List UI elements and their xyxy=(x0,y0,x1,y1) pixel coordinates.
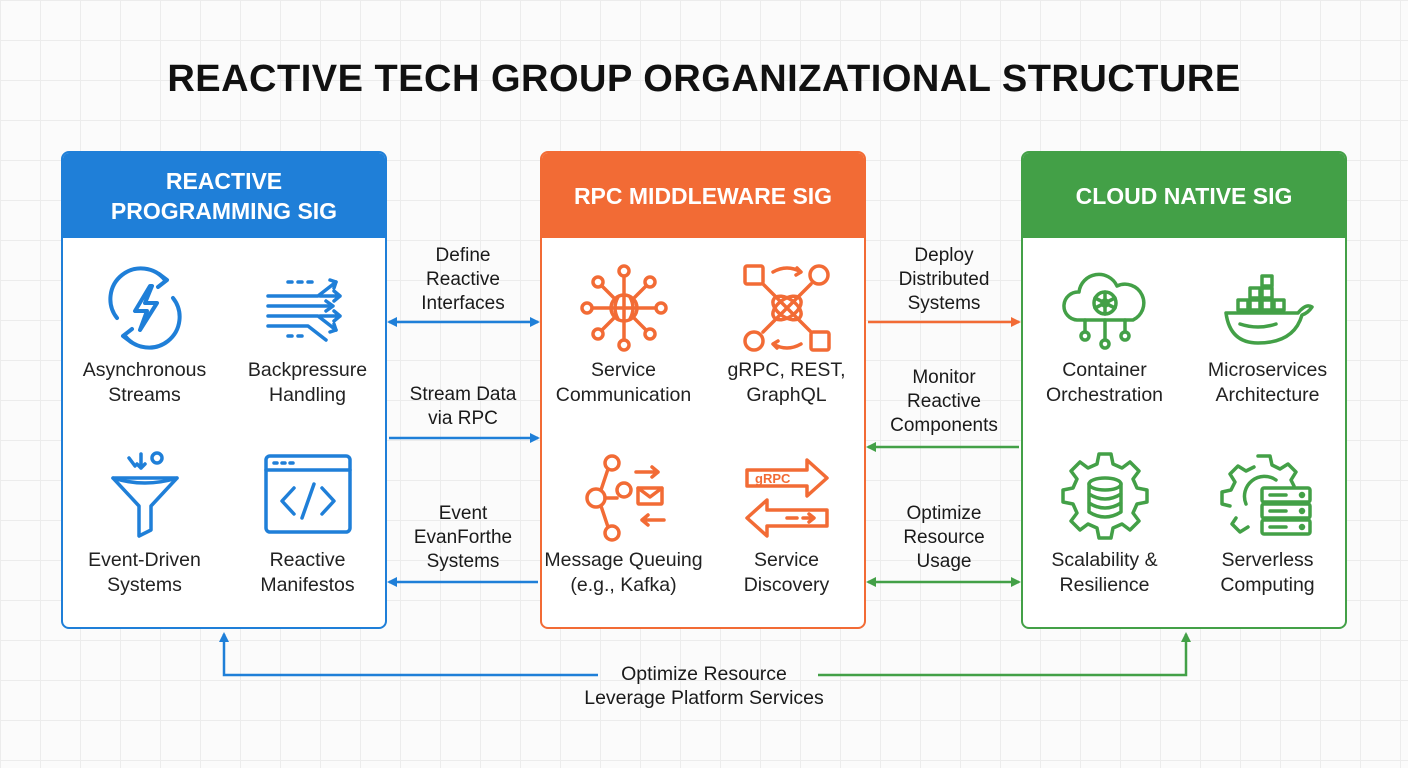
edge-label-line: Usage xyxy=(916,551,972,572)
docker-whale-icon xyxy=(1223,274,1314,345)
edge-label-event-systems: Event EvanForthe Systems xyxy=(388,502,538,574)
item-label: Container xyxy=(1062,359,1147,381)
panel-header-line: CLOUD NATIVE SIG xyxy=(1075,182,1293,209)
bottom-label-line: Optimize Resource xyxy=(621,663,787,685)
flow-arrows-icon xyxy=(265,278,342,342)
item-microservices-architecture: Microservices Architecture xyxy=(1186,258,1345,408)
item-label: Event-Driven xyxy=(88,549,201,571)
item-label: Architecture xyxy=(1215,384,1320,406)
item-label: Systems xyxy=(107,574,182,596)
item-label: Scalability & xyxy=(1051,549,1158,571)
item-label: Computing xyxy=(1220,574,1315,596)
item-label: (e.g., Kafka) xyxy=(570,574,677,596)
item-label: Service xyxy=(590,359,657,381)
arrow-bottom-blue xyxy=(219,632,598,677)
item-label: Streams xyxy=(108,384,181,406)
edge-label-line: Interfaces xyxy=(421,293,505,314)
panel-header-line: PROGRAMMING SIG xyxy=(110,197,338,224)
network-globe-icon xyxy=(579,264,668,352)
edge-label-line: Deploy xyxy=(914,245,974,266)
edge-label-define-reactive-interfaces: Define Reactive Interfaces xyxy=(388,244,538,316)
item-label: Manifestos xyxy=(260,574,355,596)
code-window-icon xyxy=(263,454,352,534)
item-label: Message Queuing xyxy=(544,549,703,571)
panel-reactive-programming-sig: REACTIVE PROGRAMMING SIG Asynchronous St… xyxy=(61,151,387,629)
item-scalability-resilience: Scalability & Resilience xyxy=(1023,448,1186,598)
panel-rpc-middleware-sig: RPC MIDDLEWARE SIG Service Communication xyxy=(540,151,866,629)
item-asynchronous-streams: Asynchronous Streams xyxy=(63,258,226,408)
async-bolt-icon xyxy=(107,266,182,350)
item-label: Discovery xyxy=(743,574,830,596)
panel-header: REACTIVE PROGRAMMING SIG xyxy=(63,153,385,238)
edge-label-line: Reactive xyxy=(426,269,500,290)
item-backpressure-handling: Backpressure Handling xyxy=(226,258,385,408)
item-container-orchestration: Container Orchestration xyxy=(1023,258,1186,408)
item-label: Service xyxy=(753,549,820,571)
item-reactive-manifestos: Reactive Manifestos xyxy=(226,448,385,598)
edge-label-line: Systems xyxy=(907,293,981,314)
bottom-label-line: Leverage Platform Services xyxy=(584,687,824,709)
edge-label-line: Stream Data xyxy=(409,384,517,405)
item-label: Handling xyxy=(269,384,346,406)
edge-label-line: Reactive xyxy=(907,391,981,412)
item-service-discovery: gRPC Service Discovery xyxy=(705,448,864,598)
item-message-queuing: Message Queuing (e.g., Kafka) xyxy=(542,448,705,598)
edge-label-line: Optimize xyxy=(906,503,982,524)
item-label: Serverless xyxy=(1221,549,1314,571)
edge-label-monitor-reactive-components: Monitor Reactive Components xyxy=(869,366,1019,438)
item-service-communication: Service Communication xyxy=(542,258,705,408)
edge-label-optimize-resource-usage: Optimize Resource Usage xyxy=(869,502,1019,574)
panel-cloud-native-sig: CLOUD NATIVE SIG Container Orchestration xyxy=(1021,151,1347,629)
message-queue-icon xyxy=(584,454,666,542)
item-event-driven-systems: Event-Driven Systems xyxy=(63,448,226,598)
item-label: gRPC, REST, xyxy=(727,359,846,381)
gear-database-icon xyxy=(1060,452,1149,540)
edge-label-line: Systems xyxy=(426,551,500,572)
item-label: Resilience xyxy=(1059,574,1150,596)
edge-label-line: Event xyxy=(438,503,488,524)
item-label: Backpressure xyxy=(247,359,368,381)
panel-header-line: RPC MIDDLEWARE SIG xyxy=(573,182,833,209)
item-label: Orchestration xyxy=(1045,384,1164,406)
cloud-helm-icon xyxy=(1061,272,1146,350)
edge-label-line: Monitor xyxy=(912,367,976,388)
edge-label-line: Components xyxy=(890,415,998,436)
item-grpc-rest-graphql: gRPC, REST, GraphQL xyxy=(705,258,864,408)
item-label: Communication xyxy=(555,384,692,406)
page-title: REACTIVE TECH GROUP ORGANIZATIONAL STRUC… xyxy=(167,58,1241,100)
item-label: Microservices xyxy=(1207,359,1328,381)
panel-header: RPC MIDDLEWARE SIG xyxy=(542,153,864,238)
arrow-bottom-green xyxy=(818,632,1191,677)
panel-header: CLOUD NATIVE SIG xyxy=(1023,153,1345,238)
gear-server-icon xyxy=(1219,454,1312,536)
item-label: Asynchronous xyxy=(82,359,207,381)
panel-header-line: REACTIVE xyxy=(165,167,283,194)
protocol-knot-icon xyxy=(742,264,831,352)
edge-label-line: via RPC xyxy=(428,408,498,429)
grpc-arrows-icon: gRPC xyxy=(744,458,829,538)
item-serverless-computing: Serverless Computing xyxy=(1186,448,1345,598)
item-label: Reactive xyxy=(269,549,346,571)
edge-label-line: Define xyxy=(435,245,491,266)
edge-label-stream-data: Stream Data via RPC xyxy=(388,383,538,431)
item-label: GraphQL xyxy=(746,384,827,406)
edge-label-line: Resource xyxy=(903,527,985,548)
funnel-icon xyxy=(110,451,179,538)
edge-label-deploy-distributed-systems: Deploy Distributed Systems xyxy=(869,244,1019,316)
edge-label-line: EvanForthe xyxy=(413,527,513,548)
svg-text:gRPC: gRPC xyxy=(755,471,791,486)
edge-label-line: Distributed xyxy=(898,269,990,290)
